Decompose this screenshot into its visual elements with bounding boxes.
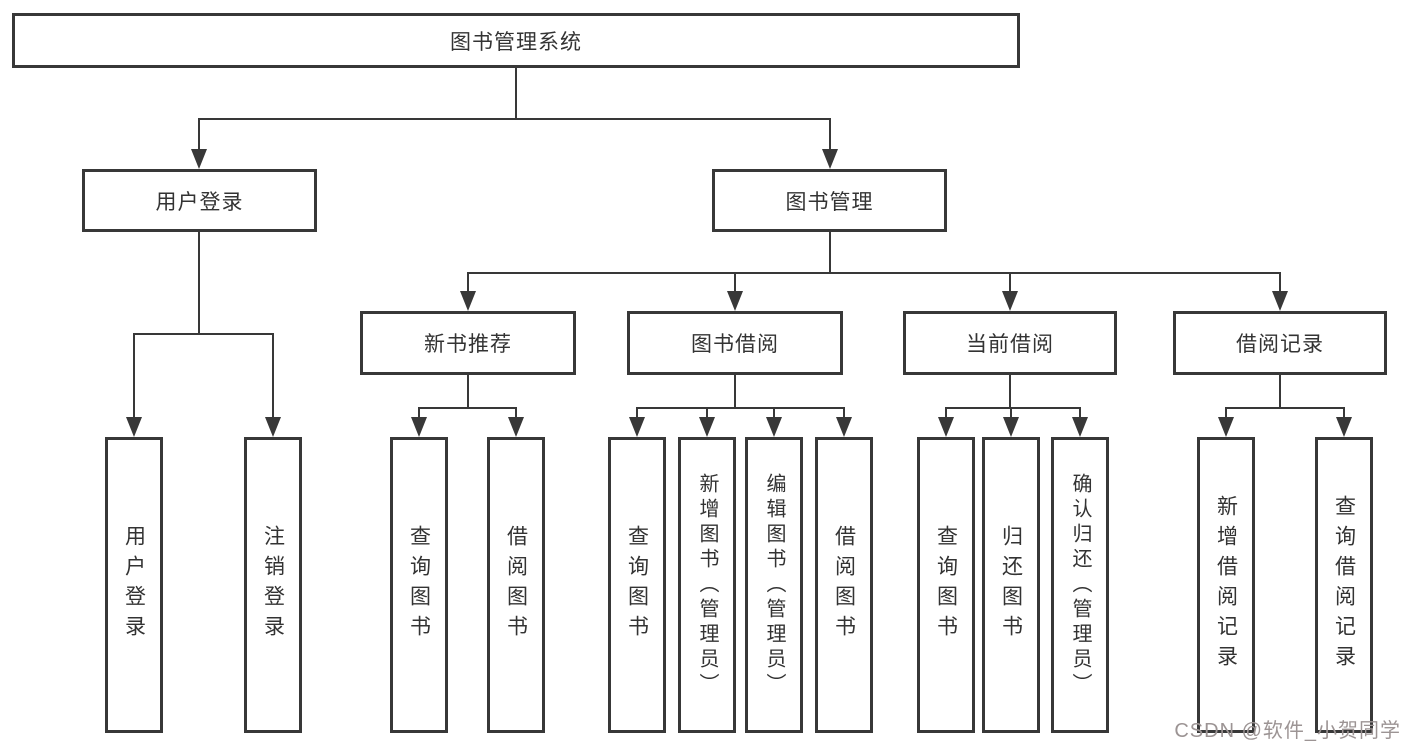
leaf-cb-confirm-return-admin: 确认归还（管理员）	[1051, 437, 1109, 733]
leaf-bb-borrow-books: 借阅图书	[815, 437, 873, 733]
connector-stem	[636, 407, 638, 417]
connector-stem	[515, 407, 517, 417]
node-label: 借阅记录	[1236, 333, 1324, 356]
arrow-down-icon	[822, 149, 838, 169]
connector-branch	[418, 407, 517, 409]
leaf-bb-query-books: 查询图书	[608, 437, 666, 733]
connector-stem	[133, 333, 135, 417]
leaf-label: 归还图书	[999, 525, 1023, 645]
leaf-label: 借阅图书	[504, 525, 528, 645]
connector-stem	[1009, 272, 1011, 291]
arrow-down-icon	[629, 417, 645, 437]
leaf-label: 查询图书	[934, 525, 958, 645]
arrow-down-icon	[699, 417, 715, 437]
connector-branch	[636, 407, 845, 409]
leaf-label: 确认归还（管理员）	[1069, 472, 1091, 698]
leaf-label: 用户登录	[122, 525, 146, 645]
connector-stem	[773, 407, 775, 417]
arrow-down-icon	[126, 417, 142, 437]
leaf-label: 编辑图书（管理员）	[763, 472, 785, 698]
node-root-library-system: 图书管理系统	[12, 13, 1020, 68]
connector-stem	[272, 333, 274, 417]
connector-stem	[734, 272, 736, 291]
node-book-borrowing: 图书借阅	[627, 311, 843, 375]
arrow-down-icon	[836, 417, 852, 437]
arrow-down-icon	[265, 417, 281, 437]
connector-stem	[198, 118, 200, 149]
connector-stem	[1279, 272, 1281, 291]
arrow-down-icon	[766, 417, 782, 437]
connector-stem	[706, 407, 708, 417]
arrow-down-icon	[1002, 291, 1018, 311]
connector-stem	[198, 232, 200, 333]
arrow-down-icon	[191, 149, 207, 169]
connector-stem	[1009, 375, 1011, 407]
connector-stem	[1079, 407, 1081, 417]
watermark: CSDN @软件_小贺同学	[1174, 720, 1401, 742]
leaf-nbr-borrow-books: 借阅图书	[487, 437, 545, 733]
leaf-label: 新增图书（管理员）	[696, 472, 718, 698]
arrow-down-icon	[411, 417, 427, 437]
leaf-cb-return-books: 归还图书	[982, 437, 1040, 733]
leaf-br-add-record: 新增借阅记录	[1197, 437, 1255, 733]
arrow-down-icon	[1336, 417, 1352, 437]
node-label: 新书推荐	[424, 333, 512, 356]
leaf-label: 查询借阅记录	[1332, 495, 1356, 675]
node-book-management-branch: 图书管理	[712, 169, 947, 232]
leaf-logout: 注销登录	[244, 437, 302, 733]
leaf-br-query-record: 查询借阅记录	[1315, 437, 1373, 733]
connector-branch	[1225, 407, 1345, 409]
connector-branch	[133, 333, 274, 335]
connector-stem	[843, 407, 845, 417]
leaf-label: 查询图书	[407, 525, 431, 645]
leaf-label: 借阅图书	[832, 525, 856, 645]
connector-stem	[1279, 375, 1281, 407]
arrow-down-icon	[1003, 417, 1019, 437]
node-user-login-branch: 用户登录	[82, 169, 317, 232]
connector-stem	[734, 375, 736, 407]
node-borrow-records: 借阅记录	[1173, 311, 1387, 375]
leaf-user-login: 用户登录	[105, 437, 163, 733]
arrow-down-icon	[1218, 417, 1234, 437]
node-new-book-recommend: 新书推荐	[360, 311, 576, 375]
node-label: 用户登录	[155, 190, 244, 214]
leaf-label: 注销登录	[261, 525, 285, 645]
node-label: 图书管理系统	[450, 30, 582, 54]
node-label: 图书借阅	[691, 333, 779, 356]
leaf-label: 新增借阅记录	[1214, 495, 1238, 675]
connector-stem	[467, 272, 469, 291]
connector-stem	[1225, 407, 1227, 417]
arrow-down-icon	[460, 291, 476, 311]
arrow-down-icon	[1072, 417, 1088, 437]
node-label: 当前借阅	[966, 333, 1054, 356]
node-label: 图书管理	[785, 190, 874, 214]
leaf-bb-edit-books-admin: 编辑图书（管理员）	[745, 437, 803, 733]
connector-branch	[467, 272, 1281, 274]
connector-stem	[829, 232, 831, 272]
arrow-down-icon	[938, 417, 954, 437]
arrow-down-icon	[727, 291, 743, 311]
connector-stem	[829, 118, 831, 149]
connector-branch	[945, 407, 1081, 409]
connector-stem	[945, 407, 947, 417]
leaf-cb-query-books: 查询图书	[917, 437, 975, 733]
connector-root-branch	[198, 118, 831, 120]
connector-stem	[1343, 407, 1345, 417]
arrow-down-icon	[508, 417, 524, 437]
node-current-borrowing: 当前借阅	[903, 311, 1117, 375]
leaf-bb-add-books-admin: 新增图书（管理员）	[678, 437, 736, 733]
leaf-nbr-query-books: 查询图书	[390, 437, 448, 733]
leaf-label: 查询图书	[625, 525, 649, 645]
arrow-down-icon	[1272, 291, 1288, 311]
connector-stem	[1010, 407, 1012, 417]
connector-stem	[418, 407, 420, 417]
connector-stem	[467, 375, 469, 407]
connector-root-stem	[515, 68, 517, 118]
